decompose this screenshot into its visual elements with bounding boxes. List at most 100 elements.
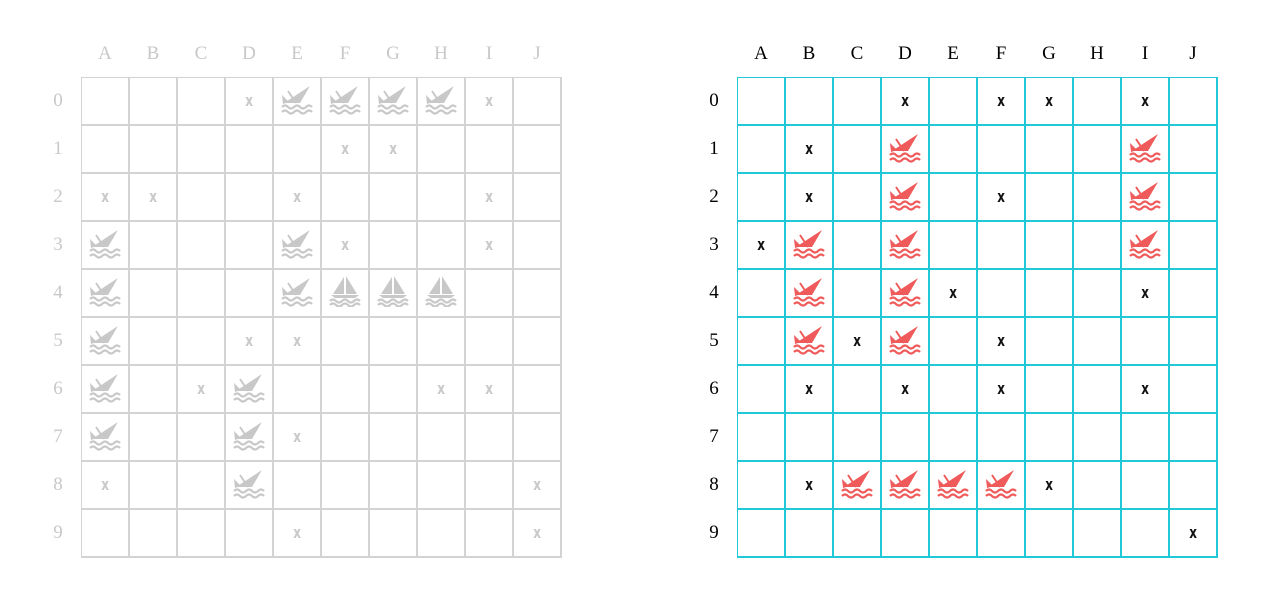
- grid-cell-d7[interactable]: [882, 414, 930, 462]
- grid-cell-f7[interactable]: [322, 414, 370, 462]
- grid-cell-j0[interactable]: [514, 78, 562, 126]
- grid-cell-d6[interactable]: x: [882, 366, 930, 414]
- grid-cell-i0[interactable]: x: [1122, 78, 1170, 126]
- grid-cell-i5[interactable]: [1122, 318, 1170, 366]
- grid-cell-d6[interactable]: [226, 366, 274, 414]
- grid-cell-d3[interactable]: [882, 222, 930, 270]
- grid-cell-d5[interactable]: x: [226, 318, 274, 366]
- grid-cell-h7[interactable]: [418, 414, 466, 462]
- grid-cell-a3[interactable]: x: [738, 222, 786, 270]
- grid-cell-c4[interactable]: [834, 270, 882, 318]
- grid-cell-c5[interactable]: x: [834, 318, 882, 366]
- grid-cell-b4[interactable]: [130, 270, 178, 318]
- grid-cell-i4[interactable]: [466, 270, 514, 318]
- grid-cell-g7[interactable]: [1026, 414, 1074, 462]
- grid-cell-h9[interactable]: [1074, 510, 1122, 558]
- grid-cell-h5[interactable]: [418, 318, 466, 366]
- grid-cell-b6[interactable]: x: [786, 366, 834, 414]
- grid-cell-a5[interactable]: [738, 318, 786, 366]
- grid-cell-c4[interactable]: [178, 270, 226, 318]
- grid-cell-f6[interactable]: x: [978, 366, 1026, 414]
- grid-cell-b2[interactable]: x: [786, 174, 834, 222]
- grid-cell-i8[interactable]: [1122, 462, 1170, 510]
- grid-cell-h0[interactable]: [1074, 78, 1122, 126]
- grid-cell-e6[interactable]: [274, 366, 322, 414]
- grid-cell-i5[interactable]: [466, 318, 514, 366]
- grid-cell-b0[interactable]: [786, 78, 834, 126]
- grid-cell-h4[interactable]: [1074, 270, 1122, 318]
- grid-cell-e2[interactable]: [930, 174, 978, 222]
- grid-cell-i8[interactable]: [466, 462, 514, 510]
- grid-cell-f7[interactable]: [978, 414, 1026, 462]
- grid-cell-d5[interactable]: [882, 318, 930, 366]
- grid-cell-h8[interactable]: [418, 462, 466, 510]
- grid-cell-e1[interactable]: [274, 126, 322, 174]
- grid-cell-a4[interactable]: [82, 270, 130, 318]
- grid-cell-j4[interactable]: [1170, 270, 1218, 318]
- grid-cell-c6[interactable]: x: [178, 366, 226, 414]
- grid-cell-e8[interactable]: [274, 462, 322, 510]
- grid-cell-j2[interactable]: [514, 174, 562, 222]
- grid-cell-e1[interactable]: [930, 126, 978, 174]
- grid-cell-a3[interactable]: [82, 222, 130, 270]
- grid-cell-j6[interactable]: [1170, 366, 1218, 414]
- grid-cell-e8[interactable]: [930, 462, 978, 510]
- grid-cell-i1[interactable]: [466, 126, 514, 174]
- grid-cell-h6[interactable]: x: [418, 366, 466, 414]
- grid-cell-f9[interactable]: [322, 510, 370, 558]
- grid-cell-d9[interactable]: [226, 510, 274, 558]
- grid-cell-g5[interactable]: [370, 318, 418, 366]
- grid-cell-f9[interactable]: [978, 510, 1026, 558]
- grid-cell-b7[interactable]: [786, 414, 834, 462]
- grid-cell-b0[interactable]: [130, 78, 178, 126]
- grid-cell-e0[interactable]: [274, 78, 322, 126]
- grid-cell-c9[interactable]: [178, 510, 226, 558]
- grid-cell-j1[interactable]: [514, 126, 562, 174]
- grid-cell-j9[interactable]: x: [1170, 510, 1218, 558]
- grid-cell-j8[interactable]: [1170, 462, 1218, 510]
- grid-cell-a8[interactable]: x: [82, 462, 130, 510]
- grid-cell-h2[interactable]: [418, 174, 466, 222]
- grid-cell-b6[interactable]: [130, 366, 178, 414]
- grid-cell-a1[interactable]: [738, 126, 786, 174]
- grid-cell-c3[interactable]: [178, 222, 226, 270]
- grid-cell-h1[interactable]: [1074, 126, 1122, 174]
- grid-cell-g8[interactable]: x: [1026, 462, 1074, 510]
- grid-cell-e9[interactable]: x: [274, 510, 322, 558]
- grid-cell-j2[interactable]: [1170, 174, 1218, 222]
- grid-cell-b8[interactable]: [130, 462, 178, 510]
- grid-cell-f4[interactable]: [322, 270, 370, 318]
- grid-cell-b3[interactable]: [130, 222, 178, 270]
- grid-cell-f8[interactable]: [322, 462, 370, 510]
- grid-cell-h1[interactable]: [418, 126, 466, 174]
- grid-cell-d0[interactable]: x: [226, 78, 274, 126]
- grid-cell-e7[interactable]: x: [274, 414, 322, 462]
- grid-cell-e3[interactable]: [274, 222, 322, 270]
- grid-cell-c6[interactable]: [834, 366, 882, 414]
- grid-cell-f4[interactable]: [978, 270, 1026, 318]
- grid-cell-i4[interactable]: x: [1122, 270, 1170, 318]
- grid-cell-f8[interactable]: [978, 462, 1026, 510]
- grid-cell-e2[interactable]: x: [274, 174, 322, 222]
- grid-cell-c7[interactable]: [834, 414, 882, 462]
- grid-cell-f3[interactable]: x: [322, 222, 370, 270]
- grid-cell-c2[interactable]: [178, 174, 226, 222]
- grid-cell-b1[interactable]: x: [786, 126, 834, 174]
- grid-cell-d8[interactable]: [226, 462, 274, 510]
- grid-cell-c9[interactable]: [834, 510, 882, 558]
- grid-cell-c1[interactable]: [834, 126, 882, 174]
- grid-cell-j8[interactable]: x: [514, 462, 562, 510]
- grid-cell-e9[interactable]: [930, 510, 978, 558]
- grid-cell-f1[interactable]: [978, 126, 1026, 174]
- grid-cell-d1[interactable]: [882, 126, 930, 174]
- grid-cell-b4[interactable]: [786, 270, 834, 318]
- grid-cell-d2[interactable]: [226, 174, 274, 222]
- grid-cell-i6[interactable]: x: [466, 366, 514, 414]
- grid-cell-g2[interactable]: [370, 174, 418, 222]
- grid-cell-e7[interactable]: [930, 414, 978, 462]
- grid-cell-h8[interactable]: [1074, 462, 1122, 510]
- grid-cell-c2[interactable]: [834, 174, 882, 222]
- grid-cell-c5[interactable]: [178, 318, 226, 366]
- grid-cell-a7[interactable]: [82, 414, 130, 462]
- grid-cell-i2[interactable]: x: [466, 174, 514, 222]
